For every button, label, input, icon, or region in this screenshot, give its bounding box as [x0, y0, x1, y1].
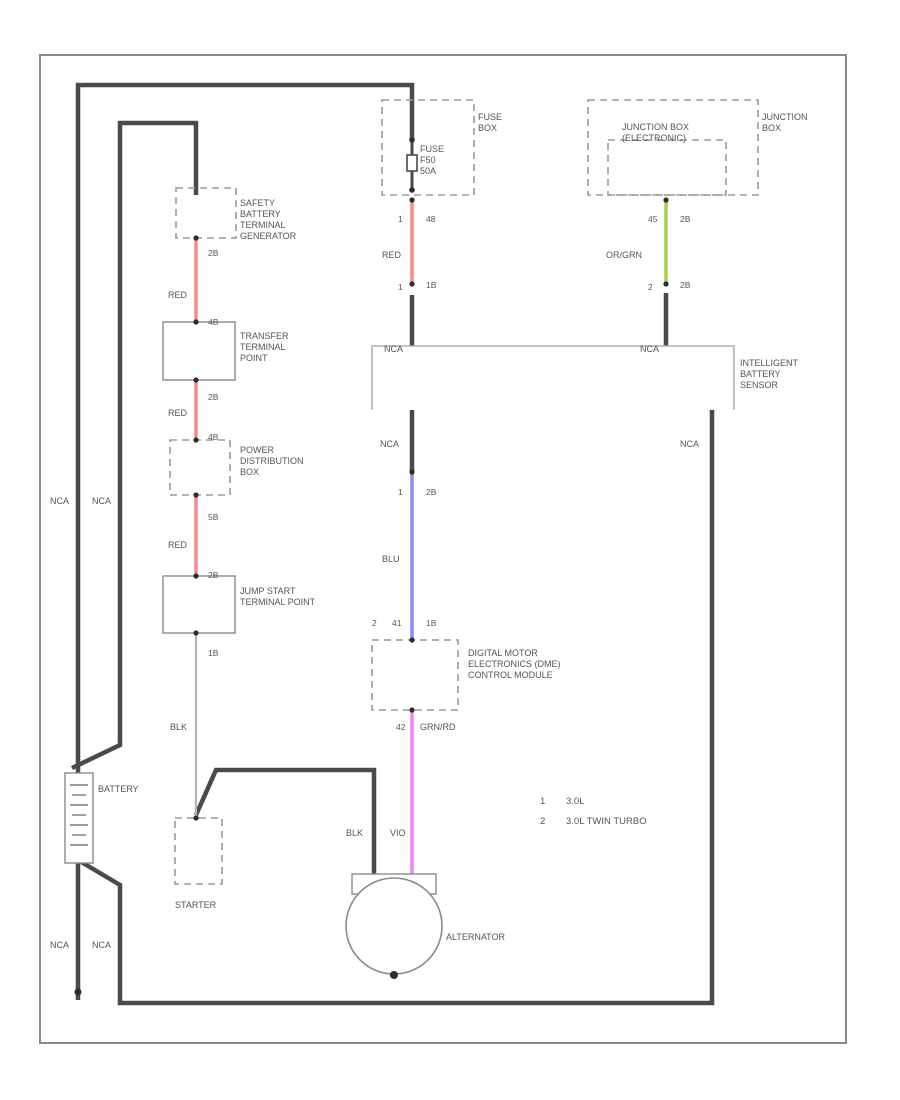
- wire-label-vio: VIO: [390, 828, 406, 838]
- battery-cells: [70, 784, 88, 846]
- alternator-symbol: [345, 877, 443, 975]
- legend-key-2: 2: [540, 816, 545, 827]
- intelligent-battery-sensor-outline: [371, 345, 735, 410]
- diagram-border: [39, 54, 847, 1044]
- transfer-terminal-box: [162, 321, 236, 381]
- wire-label-grn-red: GRN/RD: [420, 722, 456, 732]
- pin-2b-ibs-blu: 2B: [426, 487, 437, 497]
- pin-2-ibs: 2: [648, 282, 653, 292]
- legend-key-1: 1: [540, 796, 545, 807]
- pin-41-dme: 41: [392, 618, 402, 628]
- wire-label-blk-1: BLK: [170, 722, 187, 732]
- battery-body: [64, 772, 94, 864]
- pin-48-top: 48: [426, 214, 436, 224]
- fuse-top-terminal: [409, 137, 415, 143]
- pin-1b-ibs-red: 1B: [426, 280, 437, 290]
- dme-control-module-box: [371, 639, 459, 711]
- wire-label-orn-grn: OR/GRN: [606, 250, 642, 260]
- jump-start-terminal-box: [162, 575, 236, 634]
- pin-1b-dme: 1B: [426, 618, 437, 628]
- wire-label-nca-ibs-ground: NCA: [680, 439, 699, 449]
- starter-label: STARTER: [175, 900, 217, 910]
- wire-label-nca-bottom-1: NCA: [50, 940, 69, 950]
- junction-box-electronic: [607, 139, 727, 196]
- legend: 1 3.0L 2 3.0L TWIN TURBO: [540, 796, 647, 827]
- pin-2b-transfer: 2B: [208, 392, 219, 402]
- wire-label-blu: BLU: [382, 554, 400, 564]
- pin-1b-jump: 1B: [208, 648, 219, 658]
- fuse-box-outline: [381, 99, 475, 196]
- wire-label-red-3: RED: [168, 540, 188, 550]
- ground-terminal: [74, 988, 82, 996]
- pin-2b-jump: 2B: [208, 570, 219, 580]
- starter-box: [174, 817, 223, 885]
- pin-45-jbox: 45: [648, 214, 658, 224]
- junction-box-inner-label: JUNCTION BOX(ELECTRONIC): [622, 122, 689, 143]
- wire-starter-to-alternator: [193, 767, 377, 880]
- wire-label-nca-left-1: NCA: [50, 496, 69, 506]
- alternator-ground-terminal: [390, 971, 398, 979]
- wire-battery-positive-loop: [71, 120, 199, 771]
- pin-1-fuse: 1: [398, 214, 403, 224]
- wire-battery-to-fuse: [75, 82, 415, 1000]
- wire-battery-to-ibs-ground: [76, 410, 715, 1006]
- pin-1-ibs-red: 1: [398, 282, 403, 292]
- wire-label-nca-dme: NCA: [380, 439, 399, 449]
- legend-text-2: 3.0L TWIN TURBO: [566, 816, 647, 827]
- pin-2b-safety: 2B: [208, 248, 219, 258]
- wire-label-red-2: RED: [168, 408, 188, 418]
- wire-label-blk-2: BLK: [346, 828, 363, 838]
- battery-label: BATTERY: [98, 784, 139, 794]
- pin-2-dme: 2: [372, 618, 377, 628]
- legend-text-1: 3.0L: [566, 796, 585, 807]
- fuse-symbol: [406, 154, 418, 172]
- wire-label-red-1: RED: [168, 290, 188, 300]
- power-distribution-box: [169, 439, 231, 496]
- pin-1-ibs-blu: 1: [398, 487, 403, 497]
- pin-42-dme: 42: [396, 722, 406, 732]
- wire-label-nca-ibs-left: NCA: [384, 344, 403, 354]
- fuse-bottom-terminal: [409, 187, 415, 193]
- alternator-label: ALTERNATOR: [446, 932, 506, 942]
- junction-box-outline: [587, 99, 759, 196]
- wire-label-nca-bottom-2: NCA: [92, 940, 111, 950]
- safety-battery-terminal-box: [175, 187, 237, 239]
- wire-label-nca-left-2: NCA: [92, 496, 111, 506]
- pin-2b-jbox: 2B: [680, 214, 691, 224]
- pin-4b-pdb: 4B: [208, 432, 219, 442]
- pin-2b-ibs: 2B: [680, 280, 691, 290]
- pin-5b-pdb: 5B: [208, 512, 219, 522]
- wire-label-nca-ibs-right: NCA: [640, 344, 659, 354]
- wire-label-red-4: RED: [382, 250, 402, 260]
- connection-points: [193, 197, 669, 821]
- pin-4b-transfer: 4B: [208, 317, 219, 327]
